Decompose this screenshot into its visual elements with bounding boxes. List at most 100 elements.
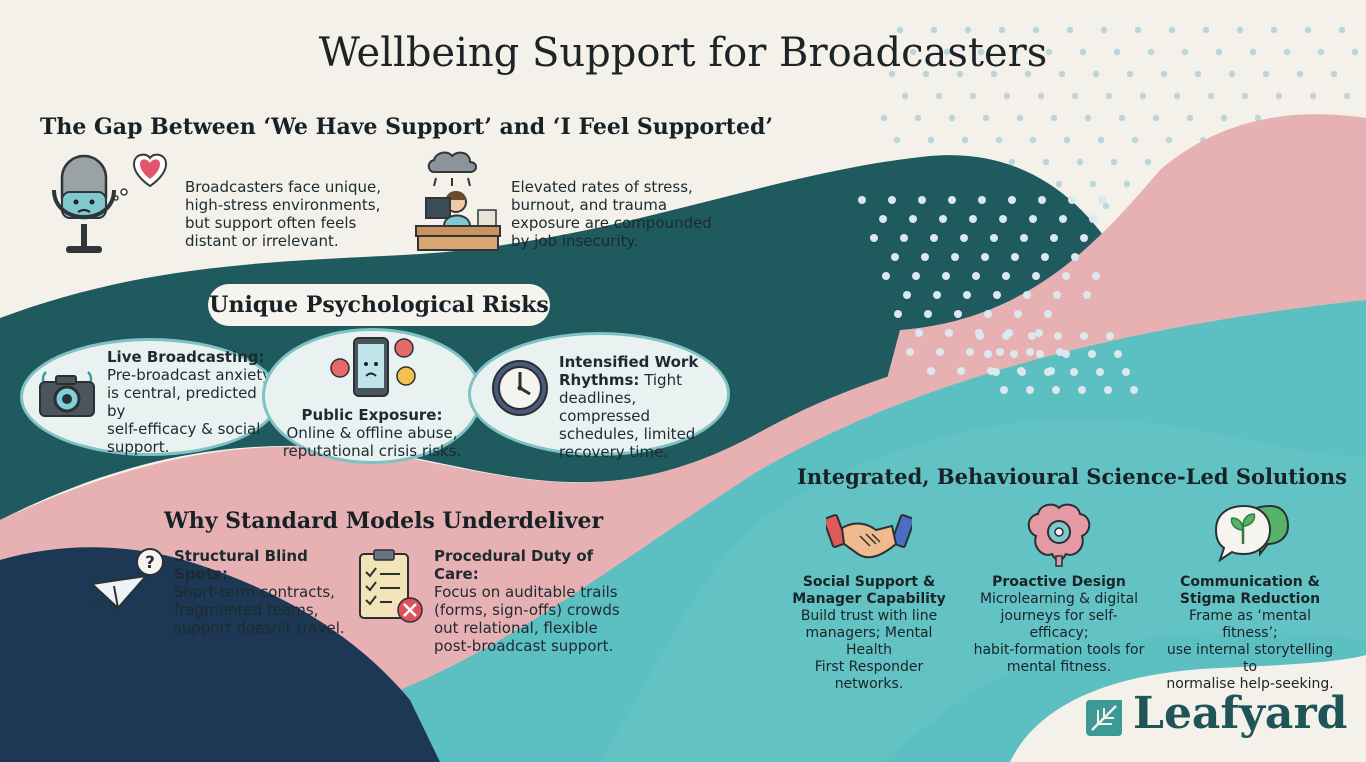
decorative-dot [936,348,944,356]
risk-title: Intensified Work [559,353,699,371]
brand-name: Leafyard [1133,688,1348,739]
text-line: deadlines, compressed [559,389,651,425]
decorative-dot [1105,92,1113,100]
risk-text-2: Public Exposure: Online & offline abuse,… [268,406,476,460]
gap-heading: The Gap Between ‘We Have Support’ and ‘I… [40,114,773,140]
text-line: Online & offline abuse, [286,424,458,442]
solution-title: Proactive Design [992,574,1126,590]
decorative-dot [1165,136,1173,144]
decorative-dot [1079,48,1087,56]
decorative-dot [1100,26,1108,34]
decorative-dot [921,253,929,261]
text-line: distant or irrelevant. [185,232,339,250]
decorative-dot [858,196,866,204]
decorative-dot [961,136,969,144]
decorative-dot [1035,329,1043,337]
risk-title: Live Broadcasting: [107,348,265,366]
decorative-dot [960,234,968,242]
risk-text-1: Live Broadcasting: Pre-broadcast anxiety… [107,348,277,456]
text-line: out relational, flexible [434,619,598,637]
decorative-dot [1044,310,1052,318]
decorative-dot [1236,26,1244,34]
decorative-dot [901,92,909,100]
decorative-dot [1050,114,1058,122]
decorative-dot [909,215,917,223]
decorative-dot [1122,368,1130,376]
decorative-dot [1041,253,1049,261]
stressed-worker-icon [415,151,501,251]
text-line: recovery time. [559,443,669,461]
text-line: self-efficacy & social [107,420,261,438]
decorative-dot [984,350,992,358]
decorative-dot [924,310,932,318]
decorative-dot [1088,350,1096,358]
decorative-dot [1008,196,1016,204]
decorative-dot [990,234,998,242]
text-line: Short-term contracts, [174,583,335,601]
decorative-dot [1002,332,1010,340]
decorative-dot [870,234,878,242]
decorative-dot [1092,70,1100,78]
decorative-dot [1008,158,1016,166]
decorative-dot [969,92,977,100]
decorative-dot [1083,291,1091,299]
page-title: Wellbeing Support for Broadcasters [318,30,1048,76]
decorative-dot [903,291,911,299]
text-line: habit-formation tools for [973,642,1145,658]
text-fragment: Tight [639,371,682,389]
decorative-dot [969,215,977,223]
decorative-dot [1110,158,1118,166]
decorative-dot [1042,158,1050,166]
decorative-dot [1096,368,1104,376]
risk-title-rest: Rhythms: [559,371,640,389]
decorative-dot [1139,92,1147,100]
decorative-dot [922,70,930,78]
phone-abuse-icon [330,337,416,397]
text-line: high-stress environments, [185,196,381,214]
decorative-dot [1066,26,1074,34]
decorative-dot [927,367,935,375]
why-text-1: Structural Blind Spots: Short-term contr… [174,547,354,637]
decorative-dot [1152,114,1160,122]
decorative-dot [1113,48,1121,56]
decorative-dot [1330,70,1338,78]
text-line: Build trust with line [800,608,938,624]
solution-1: Social Support & Manager Capability Buil… [790,574,948,693]
decorative-dot [915,329,923,337]
brain-gear-icon [1027,503,1091,567]
decorative-dot [1102,202,1110,210]
dot-pattern-dark [858,196,1138,394]
decorative-dot [1202,26,1210,34]
leafyard-logo-icon [1086,700,1122,736]
decorative-dot [948,114,956,122]
decorative-dot [1249,48,1257,56]
decorative-dot [1045,48,1053,56]
svg-text:?: ? [145,553,155,573]
decorative-dot [1000,386,1008,394]
text-line: is central, predicted by [107,384,257,420]
risks-heading-pill: Unique Psychological Risks [208,284,550,326]
decorative-dot [1114,350,1122,358]
decorative-dot [951,253,959,261]
text-line: Pre-broadcast anxiety [107,366,272,384]
decorative-dot [1055,180,1063,188]
decorative-dot [1063,136,1071,144]
decorative-dot [914,114,922,122]
decorative-dot [1026,348,1034,356]
gap-text-1: Broadcasters face unique, high-stress en… [185,178,381,250]
decorative-dot [945,329,953,337]
decorative-dot [972,272,980,280]
decorative-dot [998,26,1006,34]
decorative-dot [909,48,917,56]
decorative-dot [1084,114,1092,122]
handshake-icon [826,514,912,559]
solution-title: Manager Capability [792,591,946,607]
decorative-dot [900,234,908,242]
text-line: journeys for self-efficacy; [1000,608,1118,641]
why-text-2: Procedural Duty of Care: Focus on audita… [434,547,634,655]
text-line: post-broadcast support. [434,637,614,655]
decorative-dot [918,196,926,204]
decorative-dot [1059,215,1067,223]
decorative-dot [1071,253,1079,261]
decorative-dot [1186,114,1194,122]
